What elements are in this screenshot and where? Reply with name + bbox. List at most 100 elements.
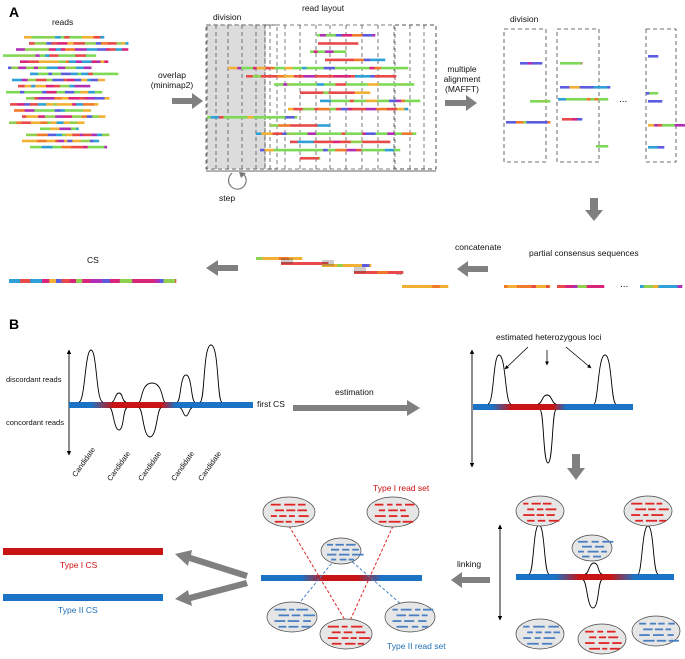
read-dash — [278, 614, 290, 617]
read — [29, 42, 129, 45]
seq-segment — [326, 132, 334, 135]
read-dash — [418, 620, 427, 622]
read-dash — [653, 634, 664, 636]
seq-segment — [302, 83, 310, 86]
seq-segment — [334, 66, 346, 70]
seq-segment — [38, 97, 45, 100]
seq-segment — [314, 124, 318, 127]
seq-segment — [74, 90, 81, 94]
seq-segment — [261, 132, 273, 135]
seq-segment — [125, 42, 129, 45]
seq-segment — [67, 78, 75, 82]
read-dash — [589, 636, 597, 639]
seq-segment — [346, 148, 357, 152]
division-dots: ... — [619, 94, 628, 105]
seq-segment — [82, 279, 91, 283]
seq-segment — [20, 60, 24, 63]
partial-cs-segment — [557, 285, 605, 288]
seq-segment — [292, 66, 303, 70]
seq-segment — [49, 279, 57, 283]
seq-segment — [383, 99, 390, 103]
seq-segment — [335, 83, 347, 86]
cluster-ellipse — [515, 618, 565, 650]
seq-segment — [341, 34, 353, 37]
read-dash — [357, 642, 365, 645]
seq-segment — [62, 115, 73, 118]
seq-segment — [62, 133, 67, 137]
seq-segment — [30, 48, 39, 51]
seq-segment — [273, 116, 286, 119]
read-dash — [279, 515, 287, 517]
seq-segment — [24, 54, 36, 57]
read-dash — [285, 520, 292, 523]
step-arrowhead — [239, 172, 246, 178]
type2-cs-bar — [3, 594, 163, 601]
seq-segment — [40, 127, 51, 131]
seq-segment — [292, 257, 303, 260]
seq-segment — [325, 34, 336, 37]
seq-segment — [377, 271, 389, 274]
seq-segment — [333, 132, 342, 135]
seq-segment — [17, 103, 25, 106]
seq-segment — [234, 116, 241, 119]
seq-segment — [327, 124, 331, 127]
seq-segment — [241, 66, 254, 70]
seq-segment — [605, 98, 609, 101]
layout-read — [260, 148, 401, 152]
aligned-fragment — [558, 98, 609, 101]
estimation-label: estimation — [335, 387, 374, 397]
seq-segment — [347, 42, 356, 45]
seq-segment — [20, 54, 25, 57]
seq-segment — [365, 99, 378, 103]
type2-read-set-label: Type II read set — [387, 641, 446, 651]
seq-segment — [379, 83, 386, 86]
seq-segment — [352, 107, 356, 111]
read-dash — [658, 622, 665, 625]
seq-segment — [432, 285, 441, 288]
seq-segment — [72, 139, 82, 143]
seq-segment — [598, 86, 608, 89]
seq-segment — [256, 257, 263, 260]
seq-segment — [655, 92, 659, 95]
seq-segment — [402, 285, 409, 288]
seq-segment — [401, 132, 413, 135]
seq-segment — [45, 54, 50, 57]
seq-segment — [536, 285, 547, 288]
seq-segment — [95, 42, 102, 45]
read-dash — [274, 608, 287, 611]
read-dash — [643, 514, 649, 516]
seq-segment — [367, 83, 380, 86]
seq-segment — [81, 60, 92, 63]
layout-reads — [207, 34, 421, 160]
seq-segment — [86, 48, 98, 51]
seq-segment — [81, 72, 89, 76]
seq-segment — [316, 83, 325, 86]
read-cluster — [266, 601, 318, 633]
seq-segment — [69, 84, 75, 88]
seq-segment — [69, 121, 78, 124]
seq-segment — [273, 148, 280, 152]
read-dash — [274, 620, 286, 622]
read-dash — [578, 550, 584, 553]
seq-segment — [387, 107, 398, 111]
panel-a-label: A — [9, 4, 20, 20]
seq-segment — [297, 140, 309, 144]
seq-segment — [61, 279, 71, 283]
seq-segment — [339, 140, 352, 144]
read-dash — [608, 636, 619, 639]
seq-segment — [586, 285, 597, 288]
seq-segment — [325, 50, 334, 53]
concatenated-partials — [256, 257, 449, 288]
division-box — [503, 28, 547, 163]
read-dash — [645, 519, 658, 522]
read-dash — [278, 625, 287, 628]
read-dash — [651, 514, 664, 516]
seq-segment — [85, 84, 91, 88]
seq-segment — [80, 90, 89, 94]
seq-segment — [52, 145, 56, 149]
seq-segment — [50, 127, 60, 131]
read-dash — [598, 642, 610, 644]
concordant-reads-label: concordant reads — [6, 418, 64, 427]
seq-segment — [61, 145, 72, 149]
seq-segment — [73, 42, 86, 45]
